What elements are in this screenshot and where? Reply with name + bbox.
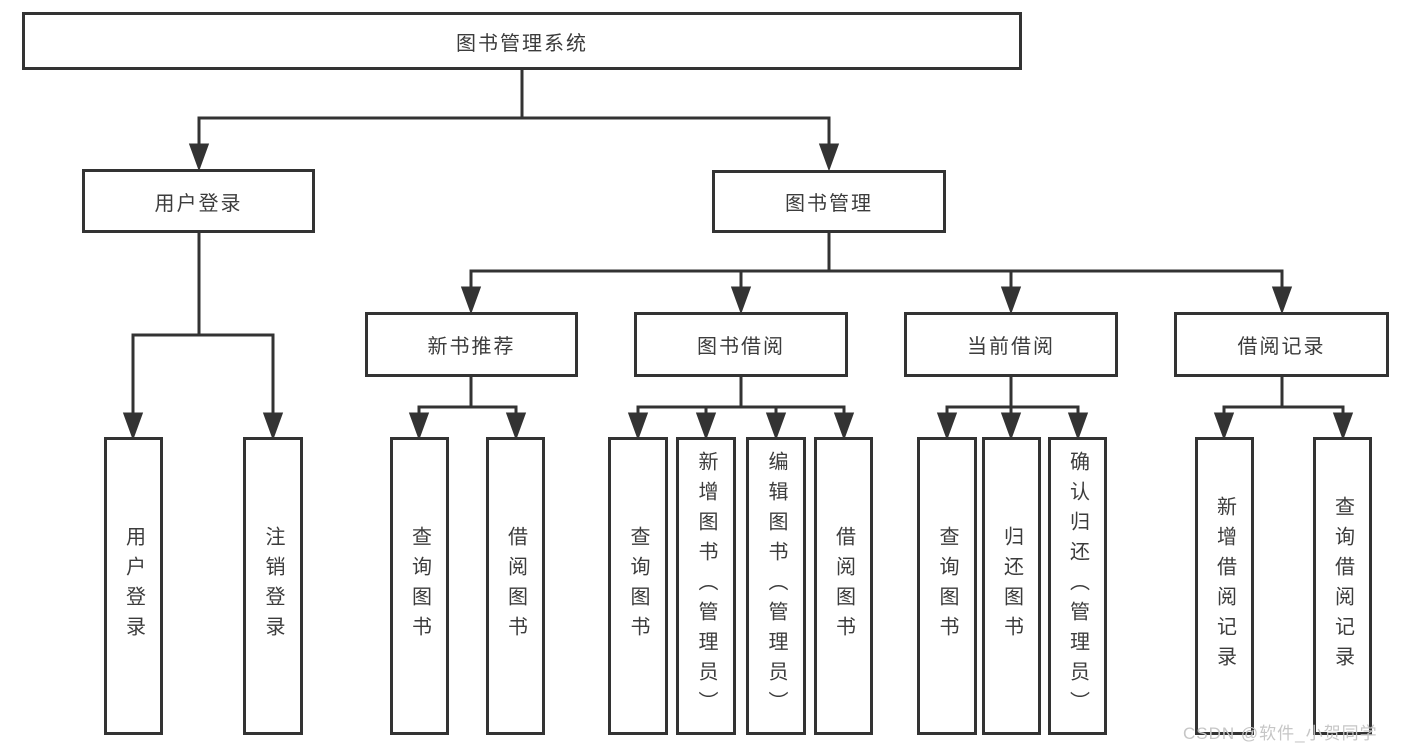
arrowhead-icon: [833, 412, 855, 441]
arrowhead-icon: [122, 412, 144, 441]
leaf-query-books: 查询图书: [608, 437, 668, 735]
node-current-borrowing: 当前借阅: [904, 312, 1118, 377]
node-label: 编辑图书（管理员）: [765, 451, 787, 721]
arrowhead-icon: [188, 143, 210, 172]
connector-records-to-leaves: [1213, 375, 1354, 441]
arrowhead-icon: [936, 412, 958, 441]
node-label: 图书管理: [785, 193, 873, 215]
arrowhead-icon: [730, 286, 752, 315]
leaf-add-borrow-record: 新增借阅记录: [1195, 437, 1254, 735]
arrowhead-icon: [695, 412, 717, 441]
leaf-user-login: 用户登录: [104, 437, 163, 735]
arrowhead-icon: [262, 412, 284, 441]
connector-borrow-to-leaves: [627, 375, 855, 441]
node-label: 图书管理系统: [456, 32, 588, 55]
node-label: 查询借阅记录: [1331, 496, 1354, 676]
leaf-query-books: 查询图书: [390, 437, 449, 735]
node-label: 用户登录: [122, 526, 145, 646]
leaf-query-borrow-record: 查询借阅记录: [1313, 437, 1372, 735]
node-label: 查询图书: [936, 526, 958, 646]
node-borrowing-records: 借阅记录: [1174, 312, 1389, 377]
node-label: 新增图书（管理员）: [695, 451, 717, 721]
arrowhead-icon: [505, 412, 527, 441]
node-label: 图书借阅: [697, 336, 785, 358]
leaf-return-books: 归还图书: [982, 437, 1041, 735]
node-label: 注销登录: [262, 526, 284, 646]
arrowhead-icon: [1000, 412, 1022, 441]
leaf-add-book-admin: 新增图书（管理员）: [676, 437, 736, 735]
arrowhead-icon: [765, 412, 787, 441]
leaf-confirm-return-admin: 确认归还（管理员）: [1048, 437, 1107, 735]
arrowhead-icon: [1067, 412, 1089, 441]
node-label: 借阅图书: [832, 526, 855, 646]
leaf-borrow-books: 借阅图书: [486, 437, 545, 735]
node-label: 借阅记录: [1237, 336, 1326, 358]
node-label: 确认归还（管理员）: [1066, 451, 1089, 721]
arrowhead-icon: [460, 286, 482, 315]
arrowhead-icon: [408, 412, 430, 441]
node-label: 查询图书: [408, 526, 431, 646]
node-label: 新增借阅记录: [1213, 496, 1236, 676]
node-library-management-system: 图书管理系统: [22, 12, 1022, 70]
arrowhead-icon: [818, 143, 840, 172]
node-book-management: 图书管理: [712, 170, 946, 233]
node-label: 借阅图书: [504, 526, 527, 646]
node-label: 归还图书: [1000, 526, 1023, 646]
csdn-watermark: CSDN @软件_小贺同学: [1183, 724, 1378, 743]
node-book-borrowing: 图书借阅: [634, 312, 848, 377]
node-label: 新书推荐: [427, 336, 516, 358]
leaf-edit-book-admin: 编辑图书（管理员）: [746, 437, 806, 735]
connector-login-to-leaves: [122, 231, 284, 441]
arrowhead-icon: [1271, 286, 1293, 315]
node-new-book-recommendation: 新书推荐: [365, 312, 578, 377]
arrowhead-icon: [1332, 412, 1354, 441]
connector-root-to-level2: [188, 67, 840, 172]
arrowhead-icon: [1213, 412, 1235, 441]
node-label: 查询图书: [627, 526, 649, 646]
leaf-logout: 注销登录: [243, 437, 303, 735]
arrowhead-icon: [627, 412, 649, 441]
connector-current-to-leaves: [936, 375, 1089, 441]
node-label: 用户登录: [154, 192, 243, 215]
connector-bookmgmt-to-level3: [460, 231, 1293, 315]
node-label: 当前借阅: [967, 336, 1055, 358]
leaf-query-books: 查询图书: [917, 437, 977, 735]
leaf-borrow-books: 借阅图书: [814, 437, 873, 735]
node-user-login: 用户登录: [82, 169, 315, 233]
arrowhead-icon: [1000, 286, 1022, 315]
connector-newrec-to-leaves: [408, 375, 527, 441]
